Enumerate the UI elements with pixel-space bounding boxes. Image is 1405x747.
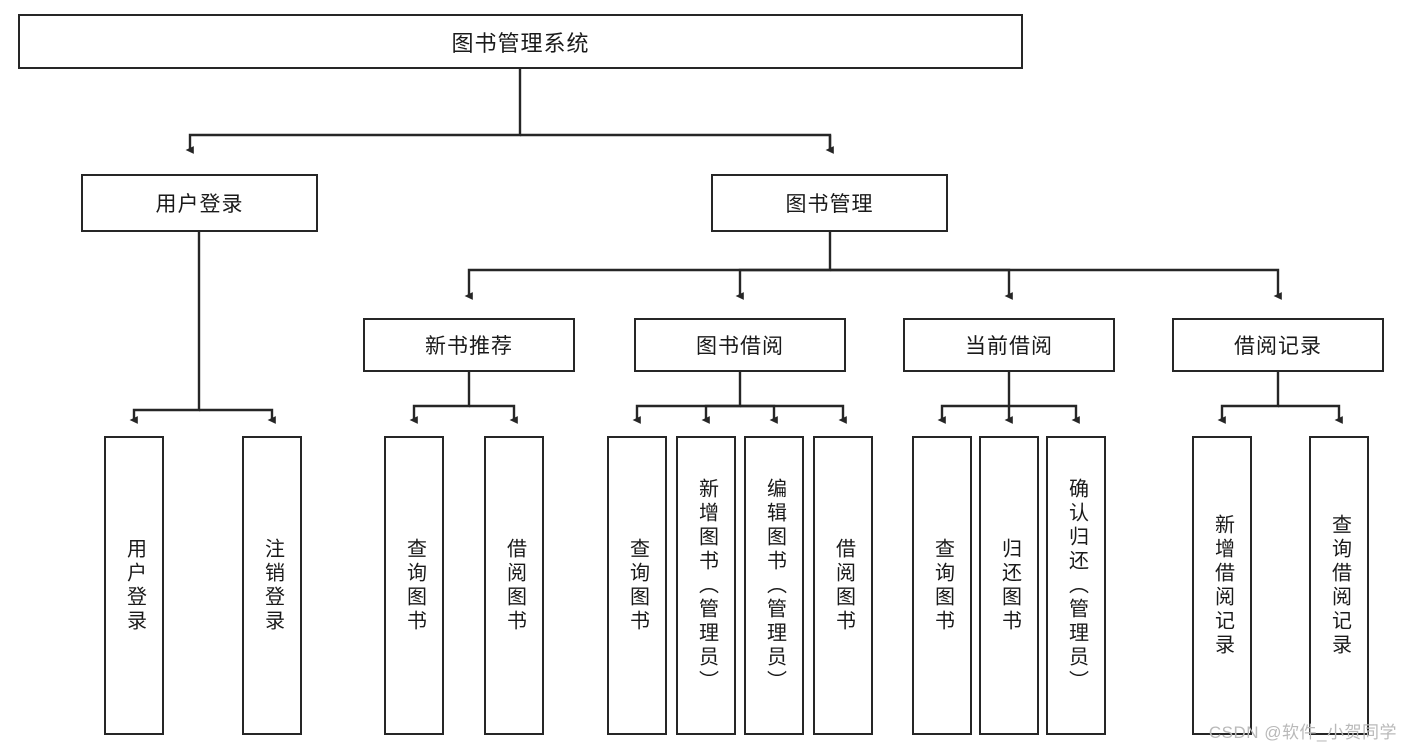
leaf-new-book-borrow-book[interactable]: 借阅图书 [484,436,544,735]
leaf-new-book-query-book[interactable]: 查询图书 [384,436,444,735]
node-current-borrow[interactable]: 当前借阅 [903,318,1115,372]
node-root-library-management-system[interactable]: 图书管理系统 [18,14,1023,69]
leaf-book-borrow-query-book[interactable]: 查询图书 [607,436,667,735]
csdn-watermark: CSDN @软件_小贺同学 [1208,723,1397,742]
leaf-current-borrow-return-book[interactable]: 归还图书 [979,436,1039,735]
leaf-borrow-record-add-record[interactable]: 新增借阅记录 [1192,436,1252,735]
node-user-login[interactable]: 用户登录 [81,174,318,232]
node-book-borrow[interactable]: 图书借阅 [634,318,846,372]
leaf-book-borrow-add-book-admin[interactable]: 新增图书（管理员） [676,436,736,735]
leaf-book-borrow-edit-book-admin[interactable]: 编辑图书（管理员） [744,436,804,735]
node-book-management[interactable]: 图书管理 [711,174,948,232]
leaf-borrow-record-query-record[interactable]: 查询借阅记录 [1309,436,1369,735]
node-new-book-recommendation[interactable]: 新书推荐 [363,318,575,372]
leaf-user-login-login[interactable]: 用户登录 [104,436,164,735]
leaf-user-login-logout[interactable]: 注销登录 [242,436,302,735]
leaf-book-borrow-borrow-book[interactable]: 借阅图书 [813,436,873,735]
leaf-current-borrow-confirm-return-admin[interactable]: 确认归还（管理员） [1046,436,1106,735]
leaf-current-borrow-query-book[interactable]: 查询图书 [912,436,972,735]
node-borrow-record[interactable]: 借阅记录 [1172,318,1384,372]
